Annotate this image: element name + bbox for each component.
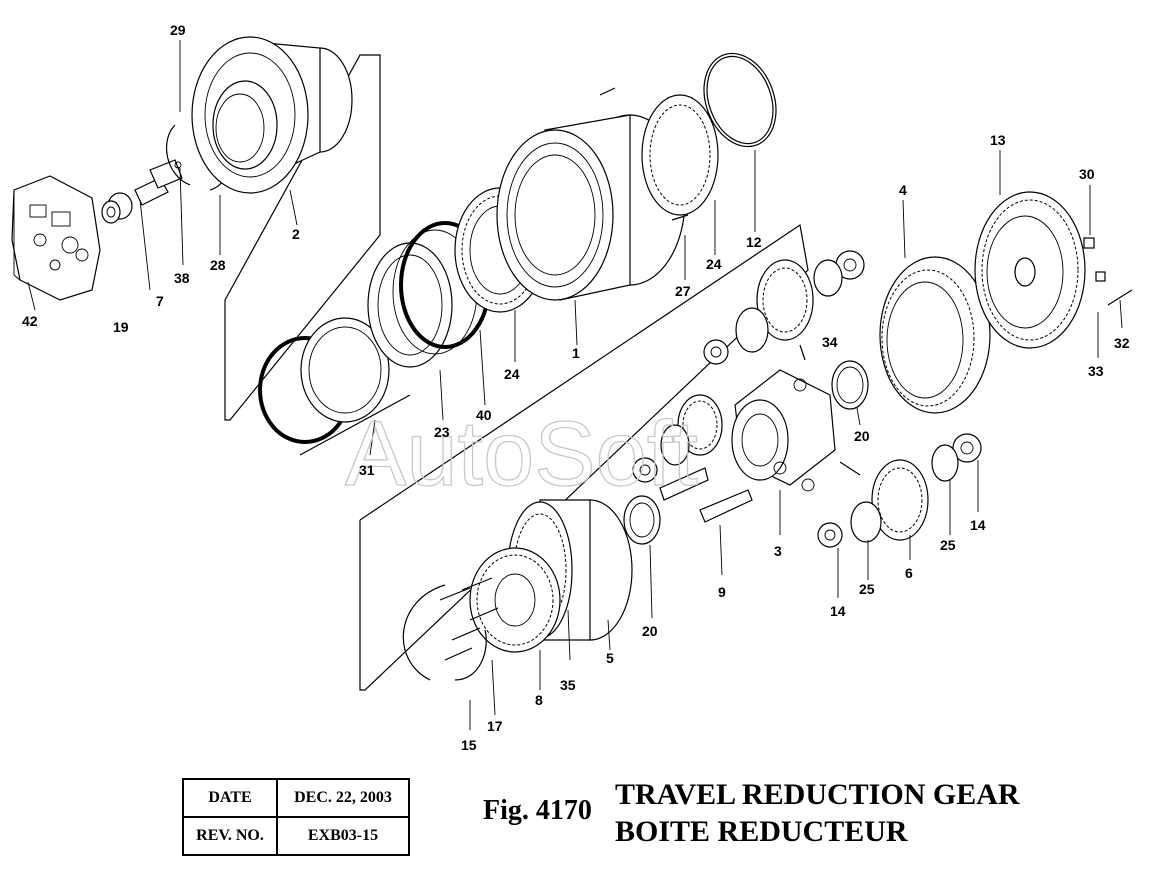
motor-valve-block bbox=[11, 175, 101, 311]
assembly-frame-lines bbox=[224, 54, 809, 691]
date-row: DATE DEC. 22, 2003 bbox=[182, 778, 410, 818]
callout-42: 42 bbox=[22, 313, 38, 329]
callout-28: 28 bbox=[210, 257, 226, 273]
figure-title-french: BOITE REDUCTEUR bbox=[615, 815, 908, 848]
callout-labels: 1 2 3 4 5 6 7 8 9 12 13 14 14 15 17 19 2… bbox=[22, 22, 1130, 753]
callout-4: 4 bbox=[899, 182, 907, 198]
figure-number: Fig. 4170 bbox=[483, 795, 592, 826]
callout-1: 1 bbox=[572, 345, 580, 361]
callout-20a: 20 bbox=[854, 428, 870, 444]
carrier-planet-gears bbox=[632, 394, 753, 576]
callout-14a: 14 bbox=[970, 517, 986, 533]
lower-planet-gear-set bbox=[817, 433, 982, 598]
sun-gear-with-bolts bbox=[439, 547, 571, 690]
callout-8: 8 bbox=[535, 692, 543, 708]
revision-row: REV. NO. EXB03-15 bbox=[182, 816, 410, 856]
callout-3: 3 bbox=[774, 543, 782, 559]
callout-24a: 24 bbox=[504, 366, 520, 382]
callout-5: 5 bbox=[606, 650, 614, 666]
motor-housing bbox=[191, 36, 353, 226]
callout-25a: 25 bbox=[940, 537, 956, 553]
callout-20b: 20 bbox=[642, 623, 658, 639]
thrust-washer-lower bbox=[623, 495, 661, 619]
callout-40: 40 bbox=[476, 407, 492, 423]
callout-30: 30 bbox=[1079, 166, 1095, 182]
date-value: DEC. 22, 2003 bbox=[276, 778, 410, 818]
callout-15: 15 bbox=[461, 737, 477, 753]
callout-29: 29 bbox=[170, 22, 186, 38]
watermark: AutoSoft bbox=[345, 403, 698, 505]
callout-24b: 24 bbox=[706, 256, 722, 272]
callout-6: 6 bbox=[905, 565, 913, 581]
callout-38: 38 bbox=[174, 270, 190, 286]
callout-19: 19 bbox=[113, 319, 129, 335]
end-cover bbox=[974, 150, 1133, 358]
revision-label: REV. NO. bbox=[182, 816, 278, 856]
o-ring bbox=[703, 52, 777, 232]
upper-planet-gear-set bbox=[703, 250, 865, 365]
date-label: DATE bbox=[182, 778, 278, 818]
callout-9: 9 bbox=[718, 584, 726, 600]
figure-title-english: TRAVEL REDUCTION GEAR bbox=[615, 778, 1020, 811]
callout-23: 23 bbox=[434, 424, 450, 440]
floating-seal bbox=[258, 317, 390, 456]
callout-33: 33 bbox=[1088, 363, 1104, 379]
retaining-ring bbox=[402, 584, 496, 730]
callout-14b: 14 bbox=[830, 603, 846, 619]
callout-13: 13 bbox=[990, 132, 1006, 148]
callout-34: 34 bbox=[822, 334, 838, 350]
callout-31: 31 bbox=[359, 462, 375, 478]
ring-gear bbox=[879, 199, 991, 414]
revision-info-table: DATE DEC. 22, 2003 REV. NO. EXB03-15 bbox=[182, 778, 410, 856]
callout-7: 7 bbox=[156, 293, 164, 309]
callout-27: 27 bbox=[675, 283, 691, 299]
plug bbox=[101, 192, 133, 224]
callout-2: 2 bbox=[292, 226, 300, 242]
callout-32: 32 bbox=[1114, 335, 1130, 351]
hub-housing bbox=[496, 114, 686, 346]
callout-35: 35 bbox=[560, 677, 576, 693]
seal-rings bbox=[367, 221, 491, 421]
callout-12: 12 bbox=[746, 234, 762, 250]
callout-17: 17 bbox=[487, 718, 503, 734]
callout-25b: 25 bbox=[859, 581, 875, 597]
spool-fitting bbox=[134, 159, 184, 291]
planet-carrier bbox=[731, 360, 869, 535]
roller-bearing-right bbox=[599, 87, 719, 280]
revision-value: EXB03-15 bbox=[276, 816, 410, 856]
